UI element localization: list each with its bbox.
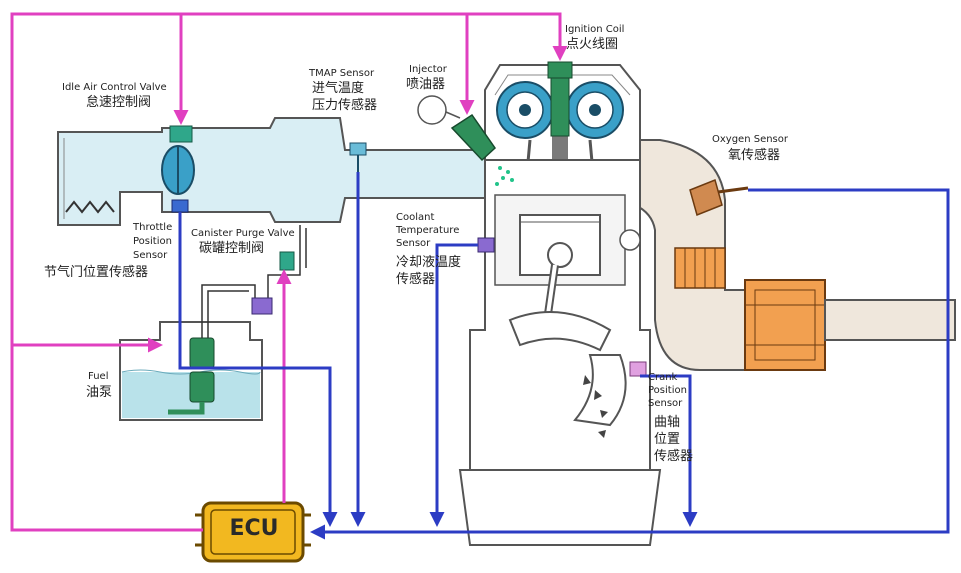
fuel-tank [119,321,263,421]
crank-sensor-label-en-1: Crank [648,372,678,383]
ecu-module [195,501,311,563]
oxygen-sensor-label-zh: 氧传感器 [728,148,781,163]
canister-purge-valve-label-en: Canister Purge Valve [191,228,295,239]
catalytic-converter [744,279,956,371]
oxygen-sensor [689,178,749,217]
crankshaft [508,311,627,427]
idle-air-control-valve [169,125,193,143]
crank-sensor-label-zh-1: 曲轴 [654,415,681,430]
ignition-coil-label-zh: 点火线圈 [566,37,619,52]
camshaft-exhaust [566,81,624,139]
throttle-position-sensor-label-zh: 节气门位置传感器 [44,265,149,280]
throttle-body [161,145,195,195]
sensor-wires [178,172,950,540]
throttle-position-sensor [171,199,189,213]
crank-position-sensor [629,361,647,377]
crank-sensor-label-zh-2: 位置 [654,432,681,447]
piston [519,214,601,276]
tmap-sensor [349,142,367,172]
fuel-pump-label-en: Fuel [88,371,109,382]
injector [417,95,496,162]
crank-trigger-wheel [583,375,608,438]
idle-air-control-valve-label-zh: 怠速控制阀 [86,95,152,110]
coolant-sensor-label-zh-2: 传感器 [396,272,436,287]
coolant-sensor-label-en-2: Temperature [396,225,460,236]
oxygen-sensor-label-en: Oxygen Sensor [712,134,789,145]
coolant-sensor-label-zh-1: 冷却液温度 [396,255,462,270]
fuel-spray [495,166,514,186]
ignition-coil-label-en: Ignition Coil [565,24,625,35]
fuel-pump-label-zh: 油泵 [86,385,113,400]
crank-sensor-label-zh-3: 传感器 [654,449,694,464]
air-filter-element [60,200,120,226]
canister-purge-valve-label-zh: 碳罐控制阀 [199,241,265,256]
intake-manifold [57,117,493,226]
coolant-temperature-sensor [477,237,495,253]
tmap-sensor-label-zh-1: 进气温度 [312,81,365,96]
tmap-sensor-label-zh-2: 压力传感器 [312,98,378,113]
crank-sensor-label-en-2: Position [648,385,687,396]
canister [251,297,273,315]
injector-label-zh: 喷油器 [406,77,446,92]
fuel-pump [168,337,215,415]
throttle-position-sensor-label-en-3: Sensor [133,250,168,261]
throttle-position-sensor-label-en-1: Throttle [133,222,173,233]
camshaft-intake [496,81,554,139]
tmap-sensor-label-en: TMAP Sensor [309,68,375,79]
coolant-sensor-label-en-3: Sensor [396,238,431,249]
exhaust-muffler [674,247,726,289]
throttle-position-sensor-label-en-2: Position [133,236,172,247]
oil-pan [458,469,662,546]
idle-air-control-valve-label-en: Idle Air Control Valve [62,82,167,93]
control-wires [10,12,568,532]
ecu-label: ECU [229,516,279,541]
coolant-sensor-label-en-1: Coolant [396,212,435,223]
injector-label-en: Injector [409,64,447,75]
canister-purge-valve [279,251,295,271]
crank-sensor-label-en-3: Sensor [648,398,683,409]
ignition-coil [547,61,573,137]
